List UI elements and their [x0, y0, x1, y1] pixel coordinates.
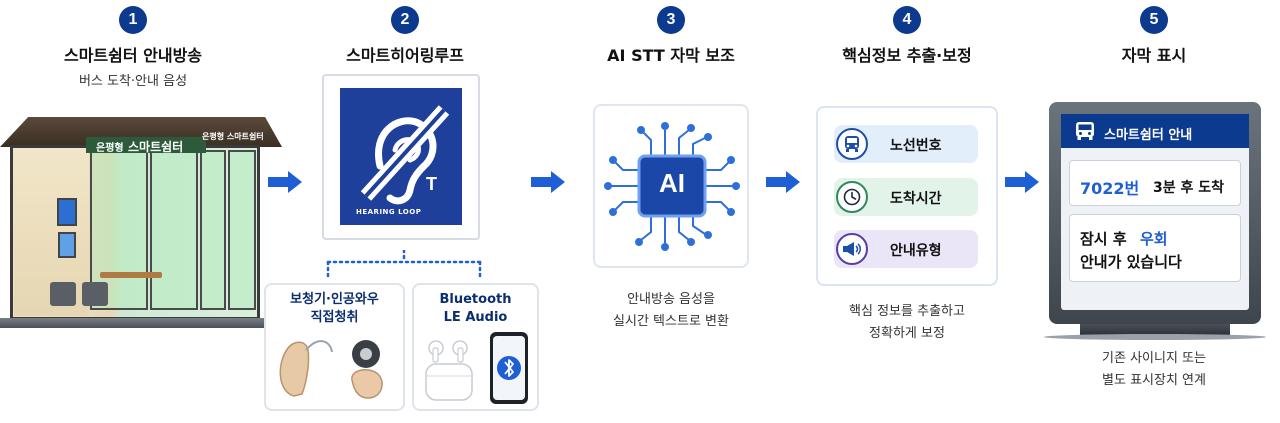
arrow-right-icon	[766, 171, 800, 193]
ai-chip-icon	[604, 122, 740, 251]
announcement-type-label: 안내유형	[890, 243, 942, 259]
shelter-seat	[50, 282, 76, 306]
detour-message-card	[1069, 214, 1241, 282]
arrival-message-card	[1069, 160, 1241, 206]
shelter-sign-main: 스마트쉼터	[128, 140, 184, 154]
step-1-number: 1	[119, 6, 147, 34]
shelter-screen	[58, 232, 76, 258]
step-4-title: 핵심정보 추출·보정	[842, 46, 972, 65]
hearing-loop-t-letter: T	[426, 174, 437, 194]
step-5-number: 5	[1140, 6, 1168, 34]
signage-header-title: 스마트쉼터 안내	[1104, 128, 1193, 143]
shelter-sign-prefix: 은평형	[96, 143, 124, 154]
step-4-desc-1: 핵심 정보를 추출하고	[849, 304, 965, 319]
earbuds-icon	[425, 332, 528, 404]
step-4-number: 4	[893, 6, 921, 34]
step-5-desc-1: 기존 사이니지 또는	[1102, 351, 1206, 366]
step-1-title: 스마트쉼터 안내방송	[63, 46, 203, 65]
step-3-title: AI STT 자막 보조	[607, 46, 735, 65]
shelter-floor	[0, 318, 270, 328]
branch-connector	[326, 250, 482, 278]
hearing-aid-card-title-2: 직접청취	[310, 310, 359, 325]
arrival-route-number: 7022번	[1080, 179, 1140, 198]
shelter-seat	[82, 282, 108, 306]
shelter-glass-panel	[150, 150, 198, 310]
step-2-number: 2	[391, 6, 419, 34]
megaphone-icon	[836, 233, 868, 265]
detour-prefix: 잠시 후	[1080, 230, 1127, 248]
shelter-sign-side: 은평형 스마트쉼터	[202, 132, 264, 141]
shelter-signboard	[86, 137, 206, 153]
shelter-bench	[100, 272, 162, 278]
clock-icon	[836, 181, 868, 213]
arrival-time-text: 3분 후 도착	[1153, 180, 1225, 196]
bus-icon	[1076, 122, 1094, 140]
step-2-title: 스마트히어링루프	[346, 46, 464, 65]
route-number-label: 노선번호	[890, 138, 942, 154]
step-3-desc-1: 안내방송 음성을	[627, 292, 715, 307]
detour-suffix: 안내가 있습니다	[1080, 253, 1182, 271]
arrow-right-icon	[531, 171, 565, 193]
bluetooth-card-title-2: LE Audio	[443, 310, 508, 325]
shelter-glass-panel	[200, 150, 226, 310]
hearing-aid-card-title-1: 보청기·인공와우	[290, 292, 379, 307]
signage-foot	[1044, 334, 1266, 340]
shelter-screen	[57, 198, 77, 226]
hearing-loop-ear-icon	[360, 105, 450, 205]
step-4-desc-2: 정확하게 보정	[869, 326, 945, 341]
ai-chip-label: AI	[659, 168, 685, 198]
step-5-desc-2: 별도 표시장치 연계	[1102, 373, 1206, 388]
signage-stand	[1080, 324, 1230, 336]
hearing-aid-icon	[279, 340, 383, 399]
bluetooth-card-title-1: Bluetooth	[439, 292, 512, 307]
step-1-subtitle: 버스 도착·안내 음성	[78, 74, 188, 89]
arrow-right-icon	[1005, 171, 1039, 193]
step-3-number: 3	[657, 6, 685, 34]
shelter-glass-panel	[228, 150, 256, 310]
arrow-right-icon	[268, 171, 302, 193]
arrival-time-label: 도착시간	[890, 191, 942, 207]
hearing-loop-caption: HEARING LOOP	[356, 208, 422, 216]
step-3-desc-2: 실시간 텍스트로 변환	[613, 314, 729, 329]
detour-highlight: 우회	[1140, 230, 1168, 248]
bus-icon	[836, 128, 868, 160]
step-5-title: 자막 표시	[1121, 46, 1187, 65]
